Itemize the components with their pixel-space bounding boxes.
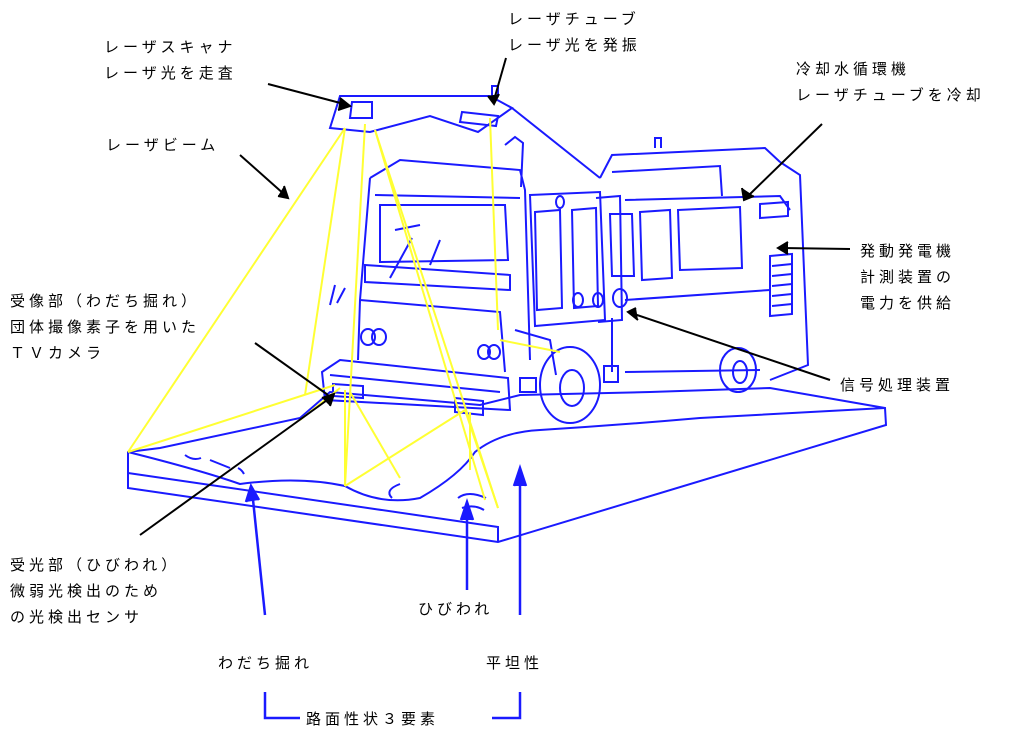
rutting-label: わだち掘れ (218, 654, 314, 672)
tv-camera-label: 受像部（わだち掘れ） 団体撮像素子を用いた ＴＶカメラ (10, 292, 201, 362)
laser-scanner-label: レーザスキャナ レーザ光を走査 (104, 38, 237, 82)
cooling-unit-label: 冷却水循環機 レーザチューブを冷却 (796, 60, 985, 104)
laser-beams (127, 117, 561, 509)
element-arrows (244, 464, 528, 720)
signal-processor-label: 信号処理装置 (840, 376, 955, 394)
generator-label: 発動発電機 計測装置の 電力を供給 (860, 242, 956, 312)
laser-beam-label: レーザビーム (106, 136, 220, 154)
road-surface (127, 386, 888, 544)
flatness-label: 平坦性 (486, 654, 544, 672)
crack-label: ひびわれ (418, 600, 494, 618)
road-elements-label: 路面性状３要素 (306, 710, 440, 728)
photo-sensor-label: 受光部（ひびわれ） 微弱光検出のため の光検出センサ (10, 556, 181, 626)
vehicle-outline (320, 85, 810, 424)
leader-lines (139, 57, 851, 536)
laser-tube-label: レーザチューブ レーザ光を発振 (508, 10, 641, 54)
